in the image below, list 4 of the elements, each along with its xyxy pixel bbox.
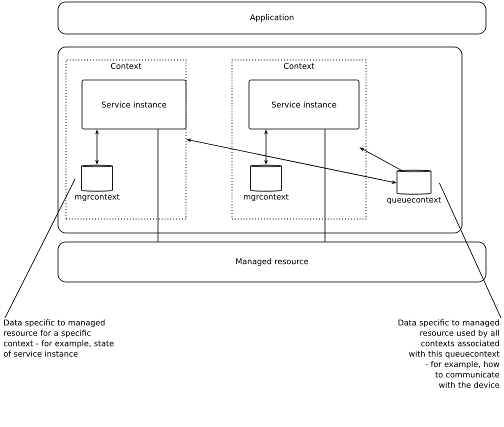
leader-line [439,182,502,318]
connector-line [324,129,326,242]
leader-line [4,178,76,318]
rounded-box [58,46,462,234]
